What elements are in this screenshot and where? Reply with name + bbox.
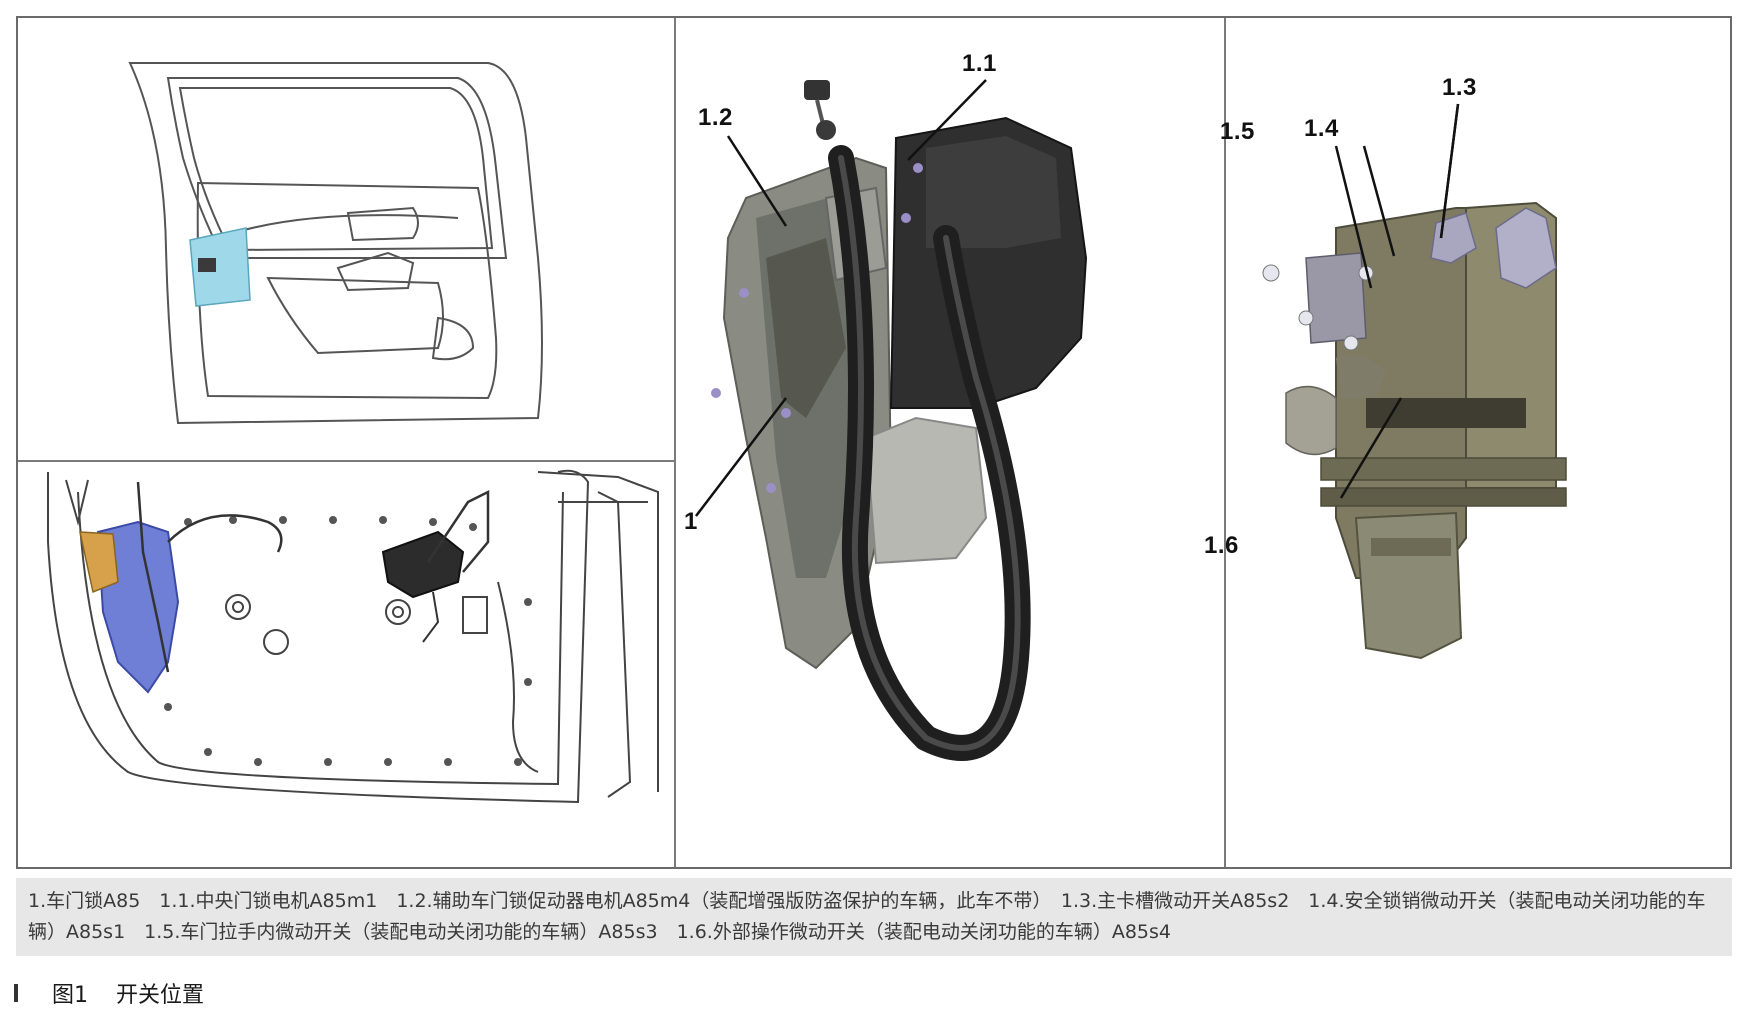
figure-caption-title: 开关位置 (116, 983, 205, 1008)
callout-1-6: 1.6 (1204, 532, 1239, 559)
door-lock-panel: 1.1 1.2 1 (676, 18, 1224, 867)
callout-1-5: 1.5 (1220, 118, 1255, 145)
panel-divider-left (674, 18, 676, 867)
lock-location-highlight (189, 227, 251, 307)
callout-1: 1 (684, 508, 698, 535)
panel-divider-horizontal (18, 460, 674, 462)
door-overview-illustration (128, 62, 543, 425)
figure-number: 图1 (52, 983, 88, 1008)
legend-text: 1.车门锁A85 1.1.中央门锁电机A85m1 1.2.辅助车门锁促动器电机A… (28, 890, 1706, 943)
door-inner-panel (18, 462, 674, 867)
panel-divider-right (1224, 18, 1226, 867)
switch-module-illustration (1262, 103, 1567, 660)
inner-handle-switch (1305, 252, 1367, 344)
figure-title: 图1 开关位置 (14, 978, 204, 1008)
door-inner-illustration (47, 469, 659, 804)
door-lock-illustration (695, 79, 1088, 761)
window-motor (381, 530, 465, 599)
switch-module-panel: 1.3 1.4 1.5 1.6 (1204, 18, 1730, 867)
callout-1-1: 1.1 (962, 50, 997, 77)
title-marker (14, 984, 18, 1002)
outer-operation-switch (1285, 385, 1337, 456)
callout-1-3: 1.3 (1442, 74, 1477, 101)
door-overview-panel (18, 18, 674, 460)
main-catch-switch (1495, 207, 1557, 289)
callout-1-2: 1.2 (698, 104, 733, 131)
legend-caption: 1.车门锁A85 1.1.中央门锁电机A85m1 1.2.辅助车门锁促动器电机A… (16, 878, 1732, 956)
callout-1-4: 1.4 (1304, 115, 1339, 142)
lock-assembly-blue (96, 520, 180, 694)
